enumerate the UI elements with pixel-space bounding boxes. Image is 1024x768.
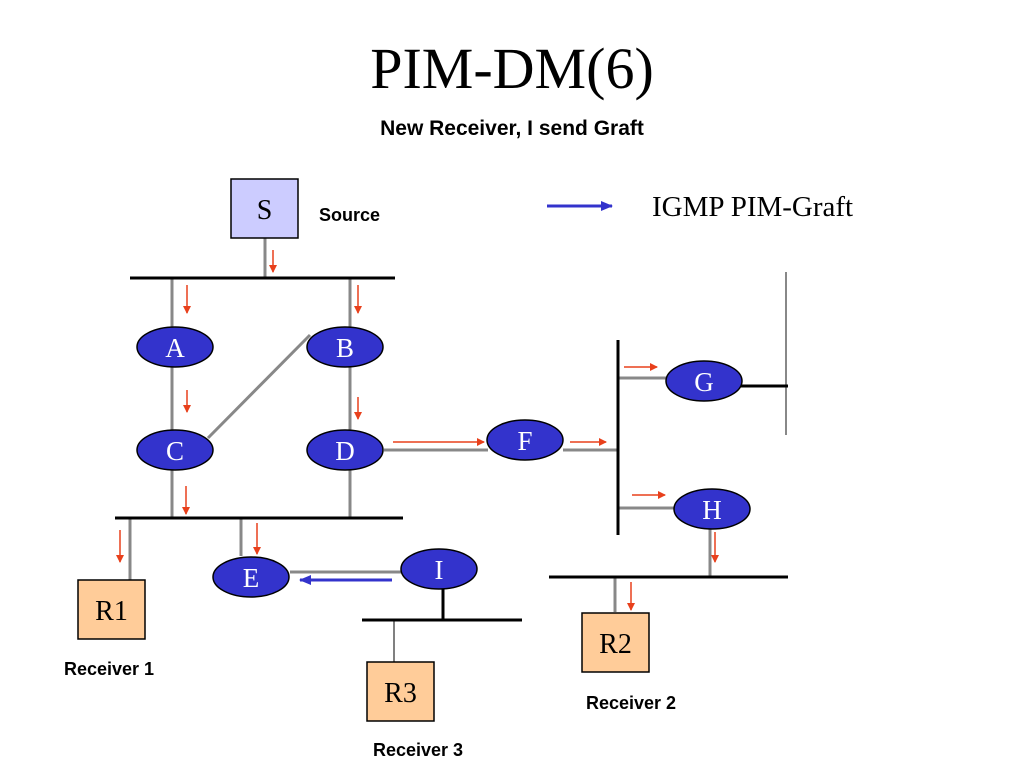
source-caption: Source — [319, 205, 380, 225]
router-ellipse — [306, 429, 384, 471]
receiver-r1: R1 Receiver 1 — [64, 579, 154, 679]
source-label: S — [257, 195, 273, 226]
router-label: D — [335, 436, 355, 466]
router-ellipse — [212, 556, 290, 598]
source-node: S Source — [230, 178, 380, 239]
router-label: H — [702, 495, 722, 525]
receiver-box — [366, 661, 435, 722]
legend-label: IGMP PIM-Graft — [652, 191, 853, 223]
router-label: C — [166, 436, 184, 466]
router-ellipse — [486, 419, 564, 461]
router-label: G — [694, 367, 714, 397]
receiver-label: R3 — [384, 678, 417, 709]
router-b: B — [306, 326, 384, 368]
router-ellipse — [400, 548, 478, 590]
receiver-label: R1 — [95, 596, 128, 627]
receiver-box — [581, 612, 650, 673]
router-label: B — [336, 333, 354, 363]
router-g: G — [665, 360, 743, 402]
source-box — [230, 178, 299, 239]
receiver-r3: R3 Receiver 3 — [366, 661, 463, 760]
router-d: D — [306, 429, 384, 471]
flow-arrows — [116, 250, 719, 611]
router-e: E — [212, 556, 290, 598]
receiver-caption: Receiver 3 — [373, 740, 463, 760]
router-ellipse — [665, 360, 743, 402]
receiver-box — [77, 579, 146, 640]
router-label: F — [517, 426, 532, 456]
router-label: A — [165, 333, 185, 363]
links — [128, 238, 787, 662]
router-f: F — [486, 419, 564, 461]
router-a: A — [136, 326, 214, 368]
router-ellipse — [136, 326, 214, 368]
receiver-caption: Receiver 2 — [586, 693, 676, 713]
legend: IGMP PIM-Graft — [547, 191, 853, 223]
router-i: I — [400, 548, 478, 590]
receiver-r2: R2 Receiver 2 — [581, 612, 676, 713]
router-c: C — [136, 429, 214, 471]
receiver-caption: Receiver 1 — [64, 659, 154, 679]
receiver-label: R2 — [599, 629, 632, 660]
router-ellipse — [306, 326, 384, 368]
router-h: H — [673, 488, 751, 530]
buses — [115, 276, 788, 622]
routers: A B C D E F G H — [136, 326, 751, 598]
link-c-b — [206, 333, 312, 440]
router-label: I — [435, 555, 444, 585]
router-ellipse — [136, 429, 214, 471]
slide-title: PIM-DM(6) — [370, 36, 654, 101]
router-ellipse — [673, 488, 751, 530]
slide-subtitle: New Receiver, I send Graft — [380, 117, 644, 140]
router-label: E — [243, 563, 260, 593]
